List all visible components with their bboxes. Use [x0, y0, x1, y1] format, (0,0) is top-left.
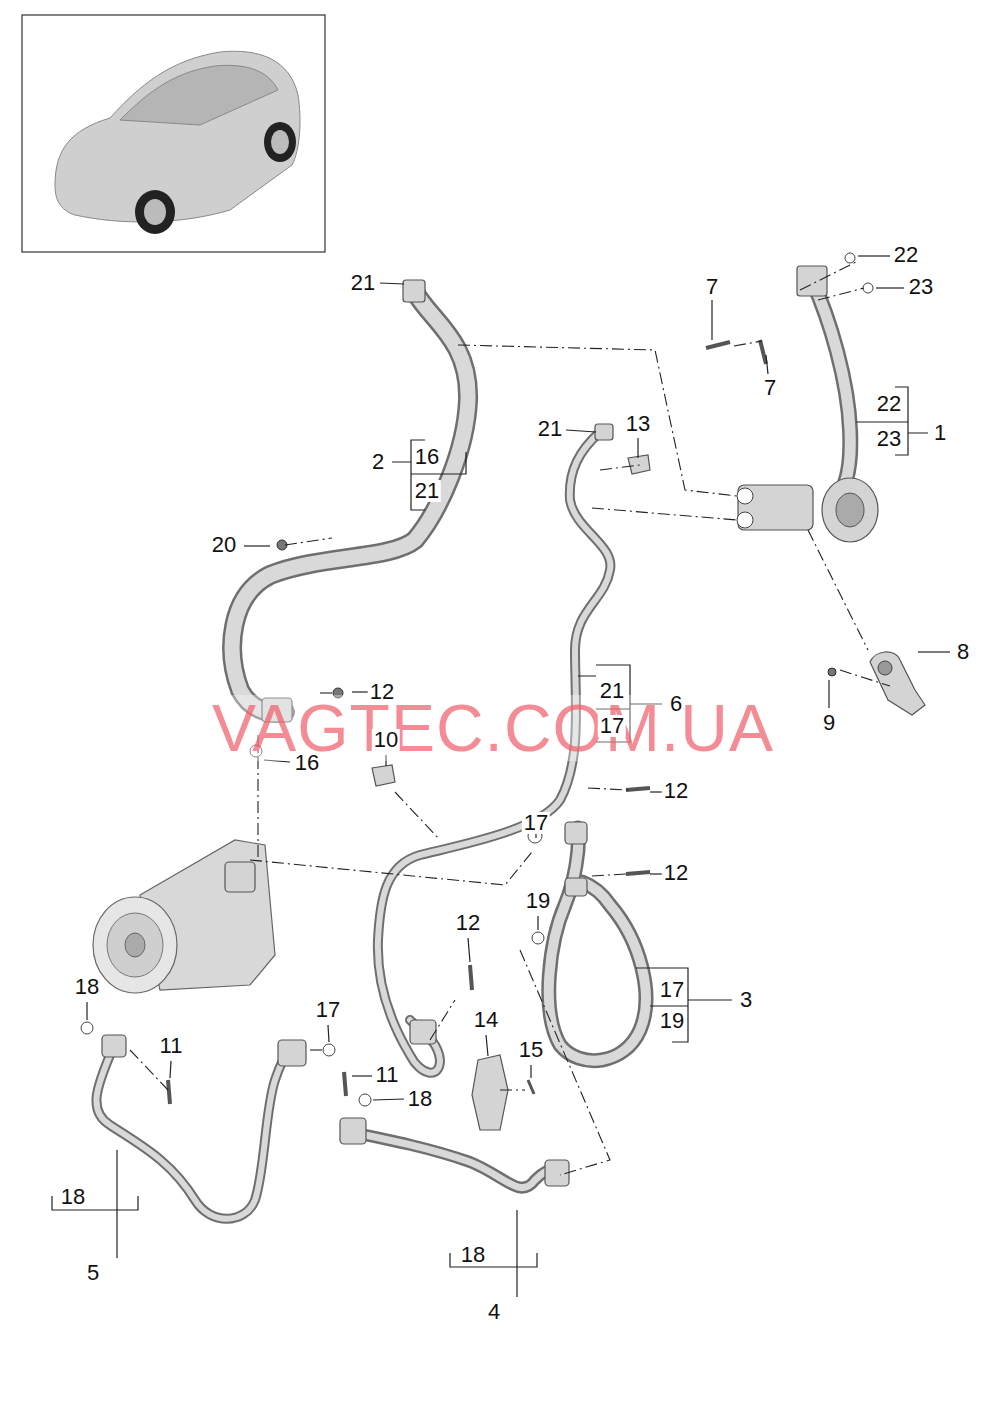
callout-number: 10	[372, 729, 400, 751]
callout-number: 18	[73, 976, 101, 998]
callout-number: 20	[210, 534, 238, 556]
callout-number: 14	[472, 1009, 500, 1031]
callout-number: 9	[821, 712, 837, 734]
callout-number: 11	[158, 1035, 185, 1057]
callout-number: 16	[413, 446, 441, 468]
callout-number: 1	[932, 422, 948, 444]
callout-number: 21	[349, 272, 377, 294]
callout-number: 23	[907, 276, 935, 298]
callout-number: 7	[762, 377, 778, 399]
callout-number: 4	[486, 1301, 502, 1323]
callout-number: 21	[413, 480, 441, 502]
callout-number: 17	[314, 999, 342, 1021]
callout-number: 13	[624, 413, 652, 435]
callout-number: 17	[598, 715, 626, 737]
callout-number: 12	[662, 780, 690, 802]
callout-number: 17	[658, 979, 686, 1001]
callout-number: 17	[522, 812, 550, 834]
callout-number: 19	[658, 1010, 686, 1032]
callout-number: 15	[517, 1039, 545, 1061]
callout-number: 11	[374, 1064, 401, 1086]
callout-number: 12	[454, 912, 482, 934]
callout-number: 19	[524, 890, 552, 912]
callout-number: 18	[459, 1244, 487, 1266]
callout-number: 18	[59, 1186, 87, 1208]
callout-number: 12	[368, 681, 396, 703]
callout-number: 21	[598, 680, 626, 702]
callout-number: 2	[370, 451, 386, 473]
callout-number: 5	[85, 1262, 101, 1284]
callout-number: 22	[875, 393, 903, 415]
callout-number: 23	[875, 428, 903, 450]
callout-number: 22	[892, 244, 920, 266]
callout-number: 7	[704, 276, 720, 298]
callout-number: 16	[293, 752, 321, 774]
callout-number: 6	[668, 693, 684, 715]
callout-number: 12	[662, 862, 690, 884]
callout-number: 21	[536, 418, 564, 440]
callout-number: 18	[406, 1088, 434, 1110]
callout-number: 3	[738, 989, 754, 1011]
callout-number: 8	[955, 641, 971, 663]
